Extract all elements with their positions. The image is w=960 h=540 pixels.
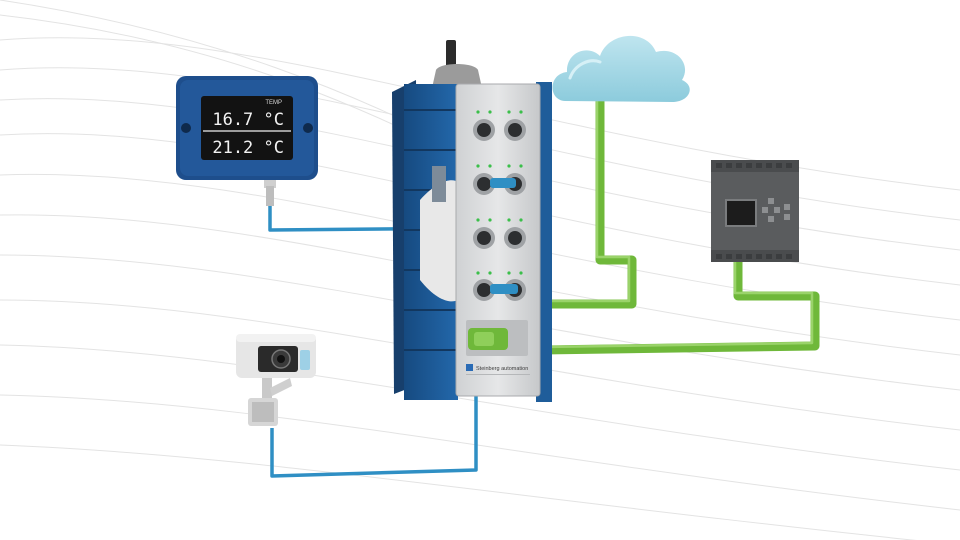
switch-port	[473, 271, 495, 301]
antenna-icon	[432, 40, 482, 88]
sensor-label: TEMP	[265, 100, 282, 106]
sensor-reading-1: 16.7 °C	[212, 110, 284, 130]
security-camera-icon	[236, 334, 316, 426]
fiber-cable-highlights	[525, 100, 814, 349]
ethernet-plug	[490, 178, 516, 188]
cloud-icon	[552, 35, 690, 102]
switch-brand-label: Steinberg automation	[476, 366, 528, 372]
switch-port	[473, 218, 495, 249]
switch-port	[473, 164, 495, 195]
ethernet-plug	[490, 284, 518, 294]
sensor-reading-2: 21.2 °C	[212, 138, 284, 158]
switch-ports	[473, 110, 526, 301]
switch-port	[504, 218, 526, 249]
plc-controller-icon	[711, 160, 799, 262]
network-switch-icon: Steinberg automation	[392, 40, 552, 402]
temperature-sensor-icon: TEMP 16.7 °C 21.2 °C	[176, 76, 318, 206]
switch-port	[473, 110, 495, 141]
switch-port	[504, 110, 526, 141]
